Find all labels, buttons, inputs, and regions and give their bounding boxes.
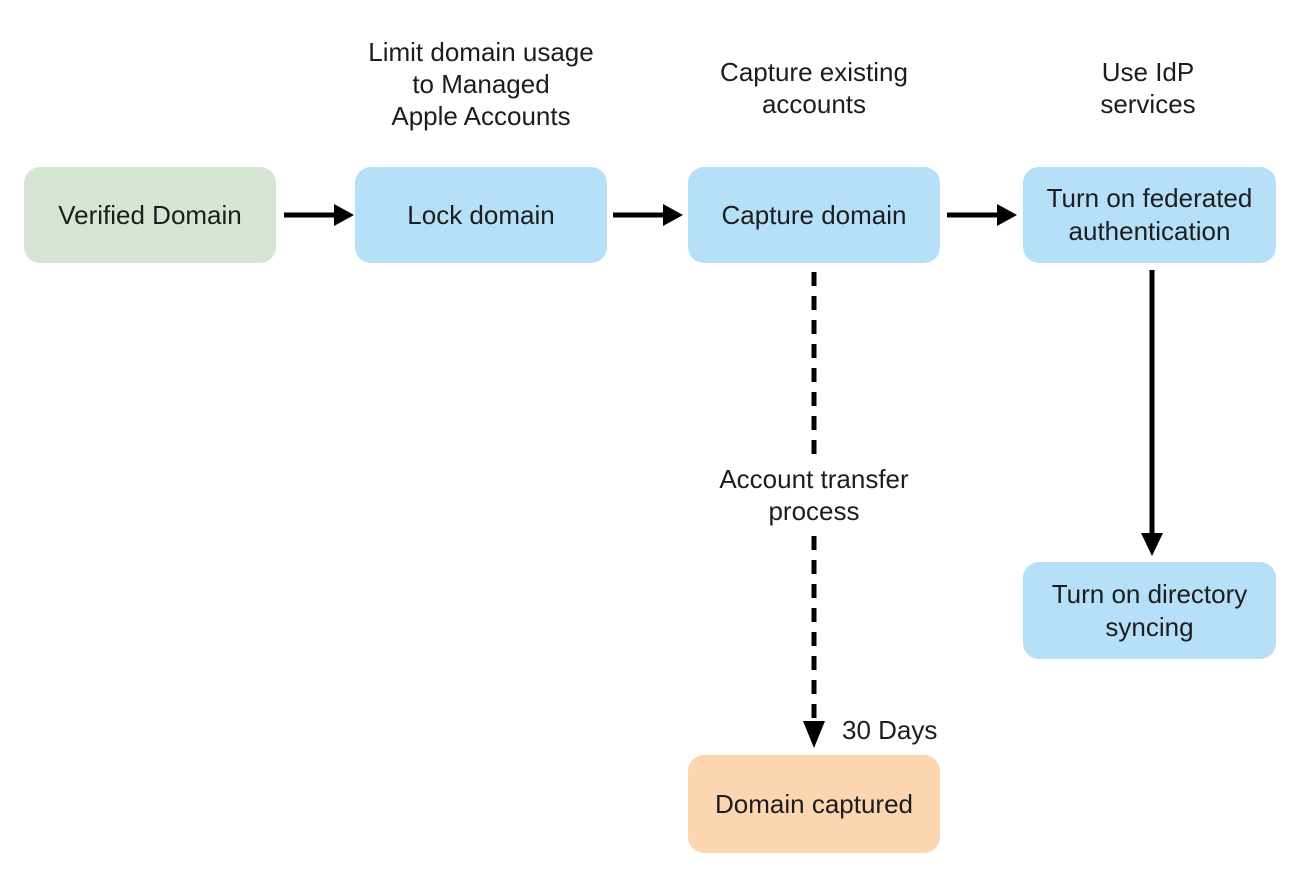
annotation-account-transfer-process: Account transfer process [694, 457, 934, 533]
arrowhead-icon [803, 721, 825, 748]
arrow-verified-to-lock [284, 204, 354, 226]
node-turn-on-directory-syncing: Turn on directory syncing [1023, 562, 1276, 659]
arrow-federated-to-directory-syncing [1141, 270, 1163, 556]
arrowhead-icon [997, 204, 1017, 226]
arrowhead-icon [1141, 533, 1163, 556]
annotation-capture-existing-accounts: Capture existing accounts [720, 57, 908, 119]
arrow-capture-to-federated [947, 204, 1017, 226]
arrowhead-icon [334, 204, 354, 226]
node-capture-domain: Capture domain [688, 167, 940, 263]
node-verified-domain: Verified Domain [24, 167, 276, 263]
annotation-use-idp-services: Use IdP services [1100, 57, 1196, 119]
arrowhead-icon [663, 204, 683, 226]
node-domain-captured: Domain captured [688, 755, 940, 853]
annotation-thirty-days: 30 Days [842, 715, 938, 745]
node-lock-domain: Lock domain [355, 167, 607, 263]
node-turn-on-federated-authentication: Turn on federated authentication [1023, 167, 1276, 263]
annotation-limit-domain-usage: Limit domain usage to Managed Apple Acco… [368, 37, 594, 131]
arrow-lock-to-capture [613, 204, 683, 226]
